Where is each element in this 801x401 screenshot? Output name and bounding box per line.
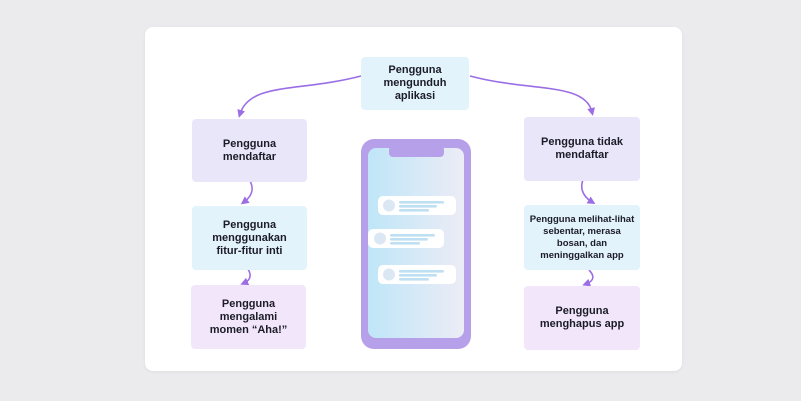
node-user-downloads-app: Pengguna mengunduh aplikasi — [361, 57, 469, 110]
node-label: Pengguna melihat-lihat sebentar, merasa … — [529, 213, 635, 261]
node-label: Pengguna mendaftar — [222, 137, 277, 163]
node-user-aha-moment: Pengguna mengalami momen “Aha!” — [191, 285, 306, 349]
arrow-left2-to-left3 — [240, 267, 251, 286]
smartphone-illustration — [361, 139, 471, 349]
node-user-uses-core-features: Pengguna menggunakan fitur-fitur inti — [192, 206, 307, 270]
node-label: Pengguna menghapus app — [539, 305, 625, 330]
node-label: Pengguna mengalami momen “Aha!” — [209, 297, 288, 336]
node-user-deletes-app: Pengguna menghapus app — [524, 286, 640, 350]
node-user-registers: Pengguna mendaftar — [192, 119, 307, 182]
arrow-top-to-right — [469, 75, 595, 116]
node-label: Pengguna menggunakan fitur-fitur inti — [212, 218, 287, 257]
arrow-right2-to-right3 — [582, 269, 594, 287]
node-label: Pengguna tidak mendaftar — [541, 136, 623, 161]
arrow-top-to-left — [237, 75, 362, 118]
node-user-does-not-register: Pengguna tidak mendaftar — [524, 117, 640, 181]
node-user-browses-and-leaves: Pengguna melihat-lihat sebentar, merasa … — [524, 205, 640, 270]
node-label: Pengguna mengunduh aplikasi — [383, 64, 447, 102]
phone-notch — [389, 146, 444, 157]
